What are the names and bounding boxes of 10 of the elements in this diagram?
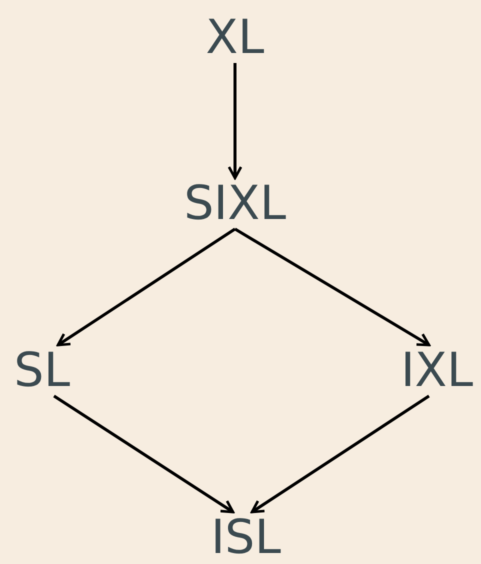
arrow bbox=[228, 63, 242, 180]
arrow bbox=[250, 394, 430, 514]
arrow bbox=[56, 228, 236, 346]
arrow bbox=[53, 394, 234, 514]
node-label: ISL bbox=[211, 512, 281, 563]
node-label: IXL bbox=[400, 345, 474, 396]
arrow bbox=[234, 228, 430, 346]
node-label: XL bbox=[206, 12, 264, 63]
node-label: SL bbox=[14, 345, 70, 396]
node-label: SIXL bbox=[184, 178, 286, 229]
